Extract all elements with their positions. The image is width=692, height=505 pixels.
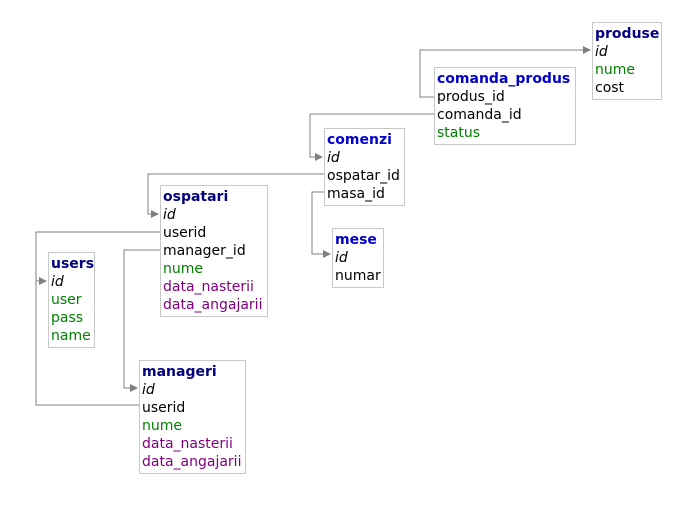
table-produse[interactable]: produse id nume cost [592,22,662,100]
table-title: mese [335,232,377,248]
primary-key-field: id [327,150,340,166]
field: data_angajarii [163,297,263,313]
connector-masa-id-to-mese [311,191,331,258]
primary-key-field: id [142,382,155,398]
foreign-key-field: manager_id [163,243,246,259]
table-title: produse [595,26,660,42]
field: data_angajarii [142,454,242,470]
table-comanda-produs[interactable]: comanda_produs produs_id comanda_id stat… [434,67,576,145]
table-title: comanda_produs [437,71,571,87]
connector-produs-id-to-produse [419,46,591,98]
primary-key-field: id [163,207,176,223]
connector-ospatar-id-to-ospatari [147,173,324,218]
foreign-key-field: produs_id [437,89,505,105]
field: data_nasterii [163,279,254,295]
primary-key-field: id [51,274,64,290]
connector-comanda-id-to-comenzi [309,113,434,161]
field: nume [595,62,635,78]
foreign-key-field: masa_id [327,186,385,202]
foreign-key-field: ospatar_id [327,168,400,184]
table-title: ospatari [163,189,229,205]
table-title: comenzi [327,132,392,148]
table-title: users [51,256,95,272]
foreign-key-field: userid [142,400,186,416]
foreign-key-field: userid [163,225,207,241]
table-manageri[interactable]: manageri id userid nume data_nasterii da… [139,360,246,474]
table-users[interactable]: users id user pass name [48,252,95,348]
field: data_nasterii [142,436,233,452]
field: numar [335,268,381,284]
primary-key-field: id [595,44,608,60]
table-title: manageri [142,364,217,380]
field: cost [595,80,625,96]
table-mese[interactable]: mese id numar [332,228,384,288]
connector-ospatari-userid-to-users [35,231,160,285]
connector-manager-id-to-manageri [123,249,160,392]
field: user [51,292,82,308]
field: nume [163,261,203,277]
field: pass [51,310,84,326]
table-ospatari[interactable]: ospatari id userid manager_id nume data_… [160,185,268,317]
field: nume [142,418,182,434]
foreign-key-field: comanda_id [437,107,522,123]
field: name [51,328,91,344]
field: status [437,125,481,141]
table-comenzi[interactable]: comenzi id ospatar_id masa_id [324,128,405,206]
primary-key-field: id [335,250,348,266]
connector-manageri-userid-to-users [35,281,139,406]
